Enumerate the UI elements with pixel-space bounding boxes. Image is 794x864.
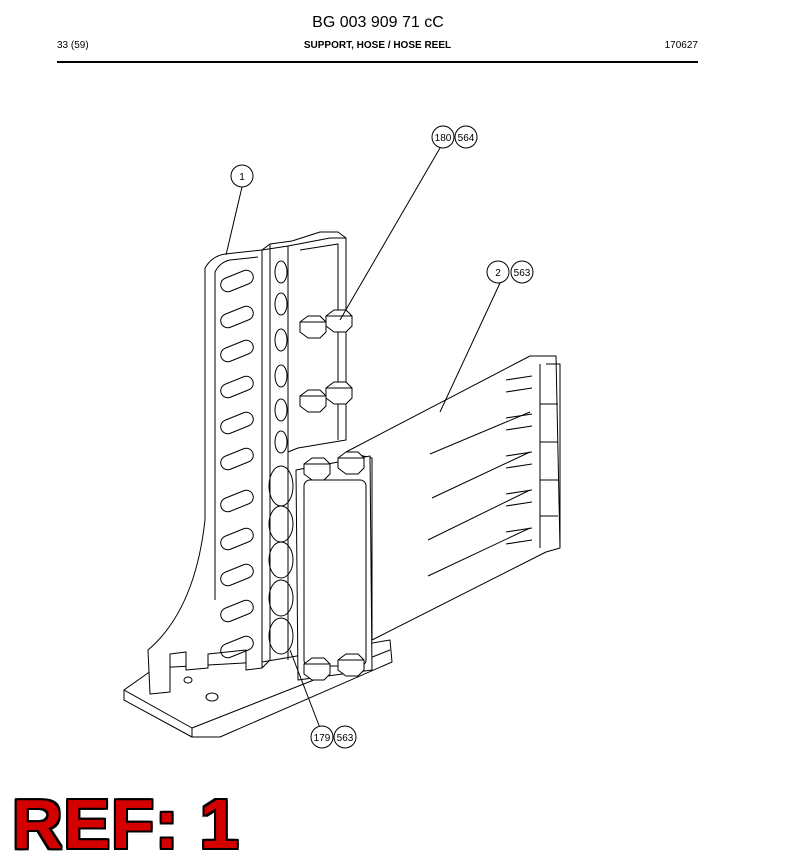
document-date: 170627	[664, 40, 698, 51]
document-number: BG 003 909 71 cC	[312, 14, 444, 31]
header-row: 33 (59) SUPPORT, HOSE / HOSE REEL 170627	[57, 40, 698, 56]
callout-564: 564	[454, 125, 478, 149]
ref-label: REF: 1	[12, 785, 240, 863]
main-support-bracket	[147, 240, 293, 695]
callout-179: 179	[310, 725, 334, 749]
svg-text:2: 2	[495, 268, 501, 279]
callout-563-lower: 563	[333, 725, 357, 749]
svg-text:1: 1	[239, 172, 245, 183]
svg-text:563: 563	[514, 268, 531, 279]
side-holes	[268, 260, 294, 655]
svg-text:564: 564	[458, 133, 475, 144]
leader-lines	[225, 147, 501, 729]
header-rule	[57, 61, 698, 63]
lower-clamp-plate	[295, 455, 373, 681]
section-title: SUPPORT, HOSE / HOSE REEL	[303, 40, 452, 51]
svg-text:180: 180	[435, 133, 452, 144]
bolts	[299, 309, 365, 681]
svg-text:563: 563	[337, 733, 354, 744]
hose-reel-bracket	[345, 355, 561, 641]
callout-563-upper: 563	[510, 260, 534, 284]
support-slots	[220, 269, 254, 659]
page-number: 33 (59)	[57, 40, 89, 51]
callout-2: 2	[486, 260, 510, 284]
callout-180: 180	[431, 125, 455, 149]
svg-text:179: 179	[314, 733, 331, 744]
callout-1: 1	[230, 164, 254, 188]
